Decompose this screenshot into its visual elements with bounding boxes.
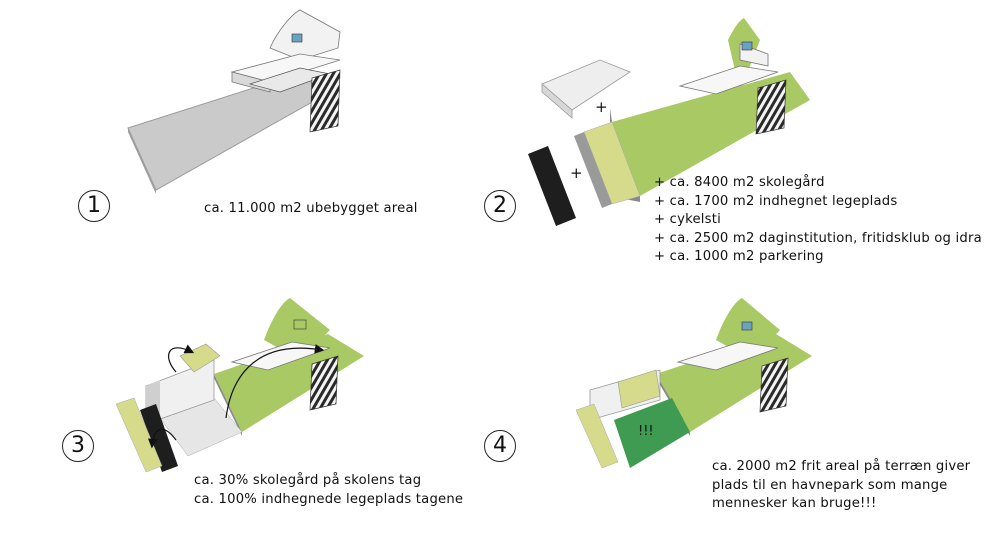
school-building-4 <box>676 321 779 371</box>
panel-3-caption: ca. 30% skolegård på skolens tag ca. 100… <box>194 472 463 509</box>
caption-line: + ca. 1700 m2 indhegnet legeplads <box>654 193 898 209</box>
park-area <box>614 398 690 468</box>
empty-plot <box>127 69 338 191</box>
caption-line: + ca. 2500 m2 daginstitution, fritidsklu… <box>654 230 982 246</box>
step-number-3: 3 <box>62 430 94 462</box>
yellow-strip-4 <box>575 403 619 469</box>
yellow-strip-3 <box>115 397 163 473</box>
caption-line: + ca. 1000 m2 parkering <box>654 249 824 264</box>
move-arrow-3 <box>147 428 177 449</box>
green-area-4 <box>656 334 812 432</box>
caption-line: plads til en havnepark som mange <box>712 477 948 493</box>
panel-1-caption: ca. 11.000 m2 ubebygget areal <box>204 200 418 219</box>
parking-structure <box>309 69 341 133</box>
move-arrow-2 <box>225 344 325 419</box>
green-area-3 <box>214 334 364 432</box>
parking-structure-2 <box>755 79 787 135</box>
panel-2-caption: + ca. 8400 m2 skolegård + ca. 1700 m2 in… <box>654 174 1000 267</box>
panel-4-drawing <box>575 298 812 469</box>
school-building-3 <box>230 319 331 371</box>
caption-line: ca. 2000 m2 frit areal på terræn giver <box>712 459 971 474</box>
asphalt-strip <box>528 146 576 226</box>
plus-sign: + <box>570 164 583 182</box>
step-number-1: 1 <box>78 190 110 222</box>
caption-line: ca. 11.000 m2 ubebygget areal <box>204 201 418 216</box>
yellow-roof-panel <box>179 343 221 373</box>
yellow-playground <box>583 121 641 205</box>
move-arrow-1 <box>167 344 195 373</box>
panel-4-caption: ca. 2000 m2 frit areal på terræn giver p… <box>712 458 970 514</box>
asphalt-strip-3 <box>140 404 178 472</box>
caption-line: ca. 100% indhegnede legeplads tagene <box>194 491 464 507</box>
school-building-2 <box>678 41 779 95</box>
panel-2-drawing <box>528 18 810 226</box>
caption-line: mennesker kan bruge!!! <box>712 496 877 511</box>
step-number-4: 4 <box>484 430 516 462</box>
caption-line: + cykelsti <box>654 212 721 227</box>
caption-line: + ca. 8400 m2 skolegård <box>654 175 825 190</box>
caption-line: ca. 30% skolegård på skolens tag <box>194 473 422 488</box>
park-marker: !!! <box>638 424 654 439</box>
grey-strip <box>574 132 612 208</box>
panel-3-drawing <box>115 298 364 473</box>
parking-structure-3 <box>309 355 339 411</box>
plus-sign: + <box>595 98 608 116</box>
step-number-2: 2 <box>484 190 516 222</box>
parking-structure-4 <box>759 357 789 413</box>
panel-1-drawing <box>127 9 341 194</box>
